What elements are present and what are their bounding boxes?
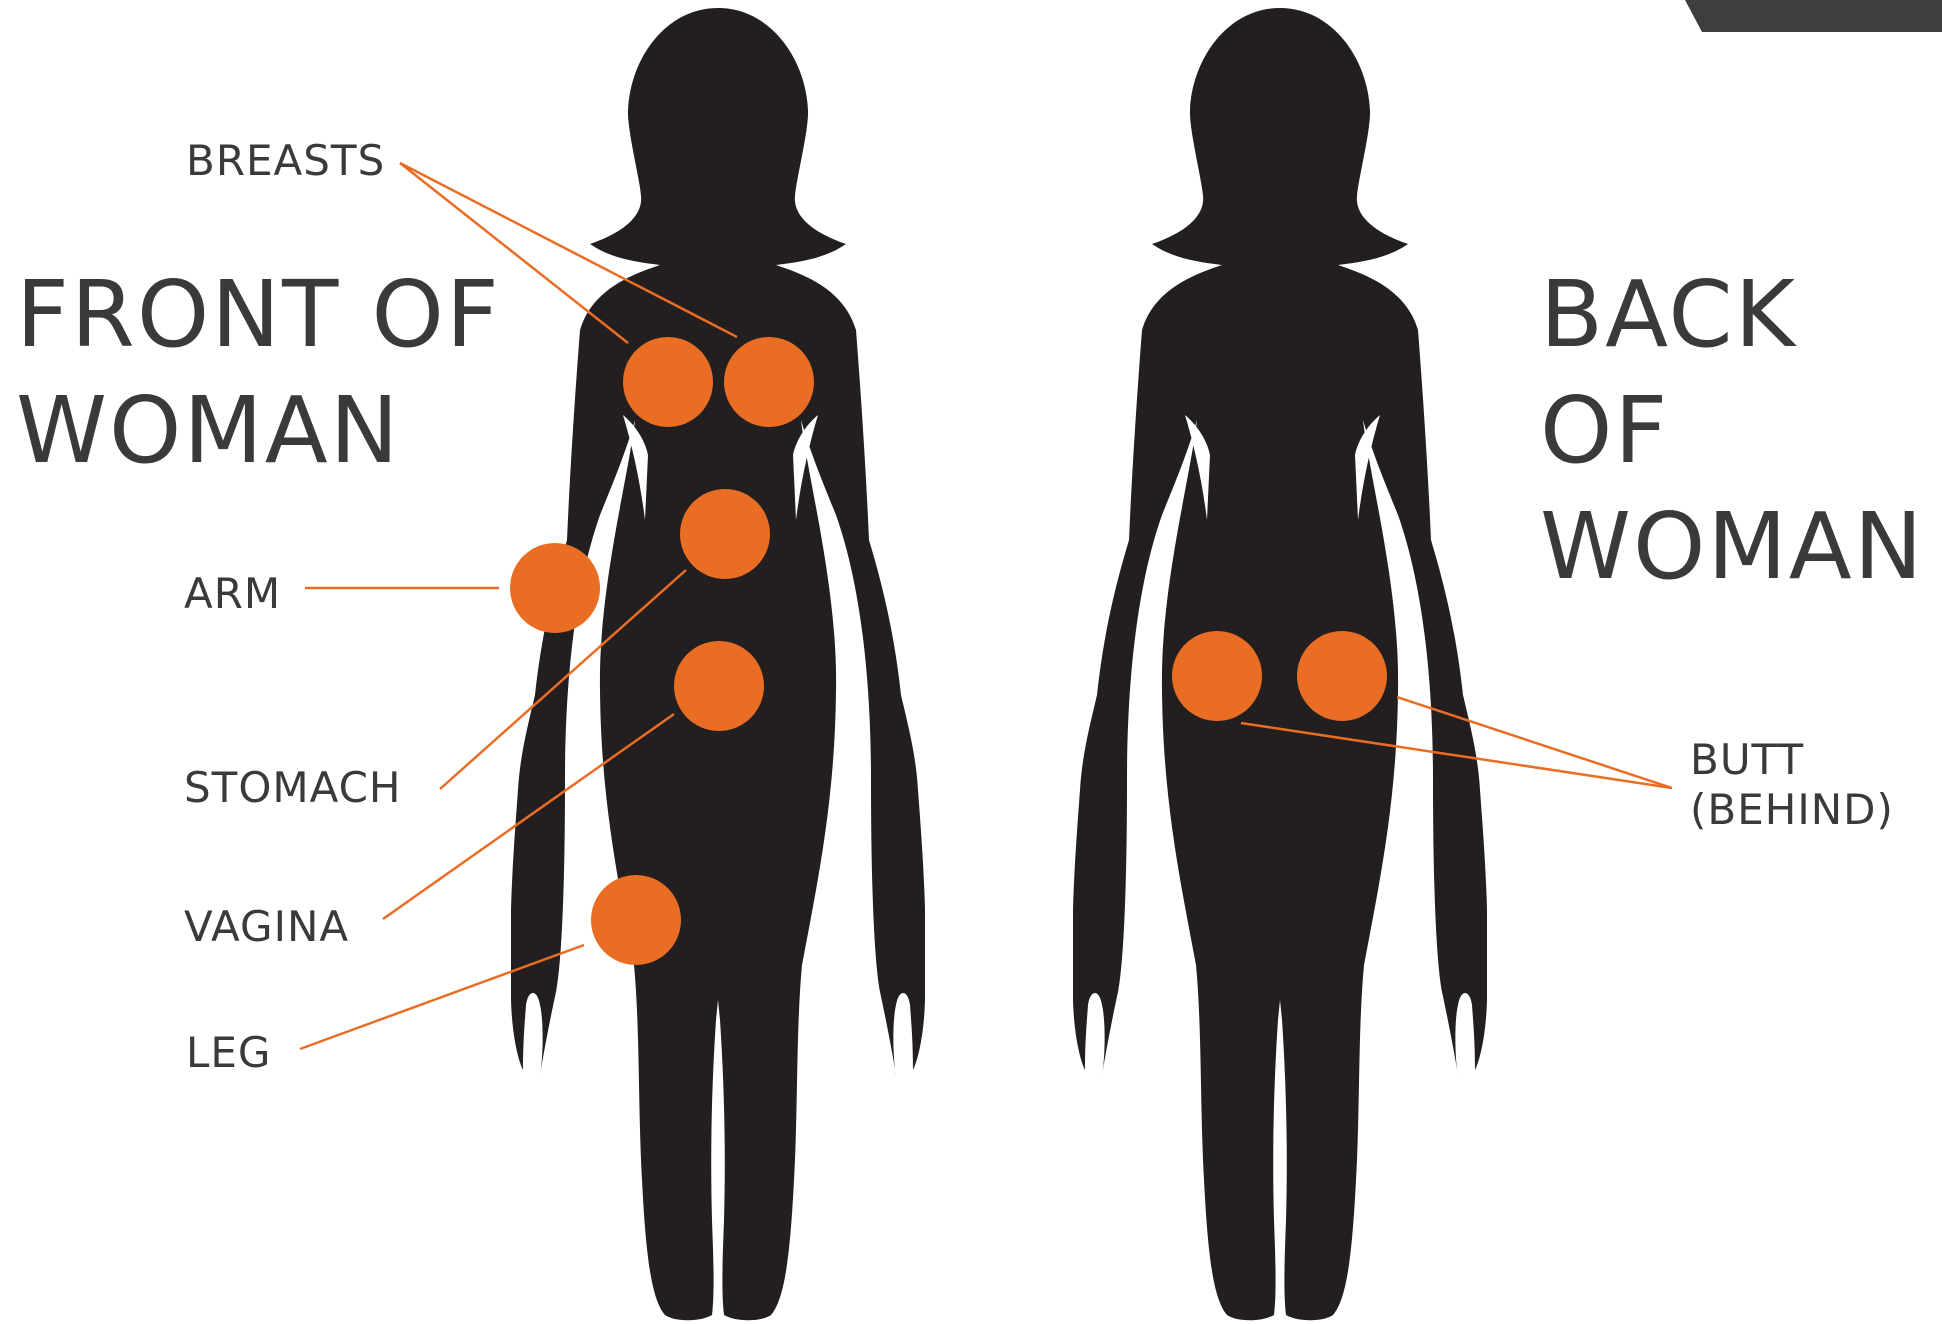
marker-butt-left [1172,631,1262,721]
back-title-line2: WOMAN [1540,489,1942,605]
marker-arm [510,543,600,633]
marker-breast-right [724,337,814,427]
label-leg: LEG [186,1028,271,1078]
marker-stomach [680,489,770,579]
label-vagina: VAGINA [184,902,349,952]
front-title-line2: WOMAN [16,373,501,489]
marker-vagina [674,641,764,731]
front-of-woman-title: FRONT OF WOMAN [16,257,501,489]
front-title-line1: FRONT OF [16,257,501,373]
corner-tab [1685,0,1942,32]
label-butt: BUTT (BEHIND) [1690,735,1894,835]
back-silhouette [1073,8,1487,1320]
back-title-line1: BACK OF [1540,257,1942,489]
label-arm: ARM [184,569,281,619]
marker-butt-right [1297,631,1387,721]
label-breasts: BREASTS [186,136,385,186]
marker-leg [591,875,681,965]
label-butt-line1: BUTT [1690,735,1894,785]
label-stomach: STOMACH [184,763,402,813]
back-of-woman-title: BACK OF WOMAN [1540,257,1942,605]
label-butt-line2: (BEHIND) [1690,785,1894,835]
marker-breast-left [623,337,713,427]
